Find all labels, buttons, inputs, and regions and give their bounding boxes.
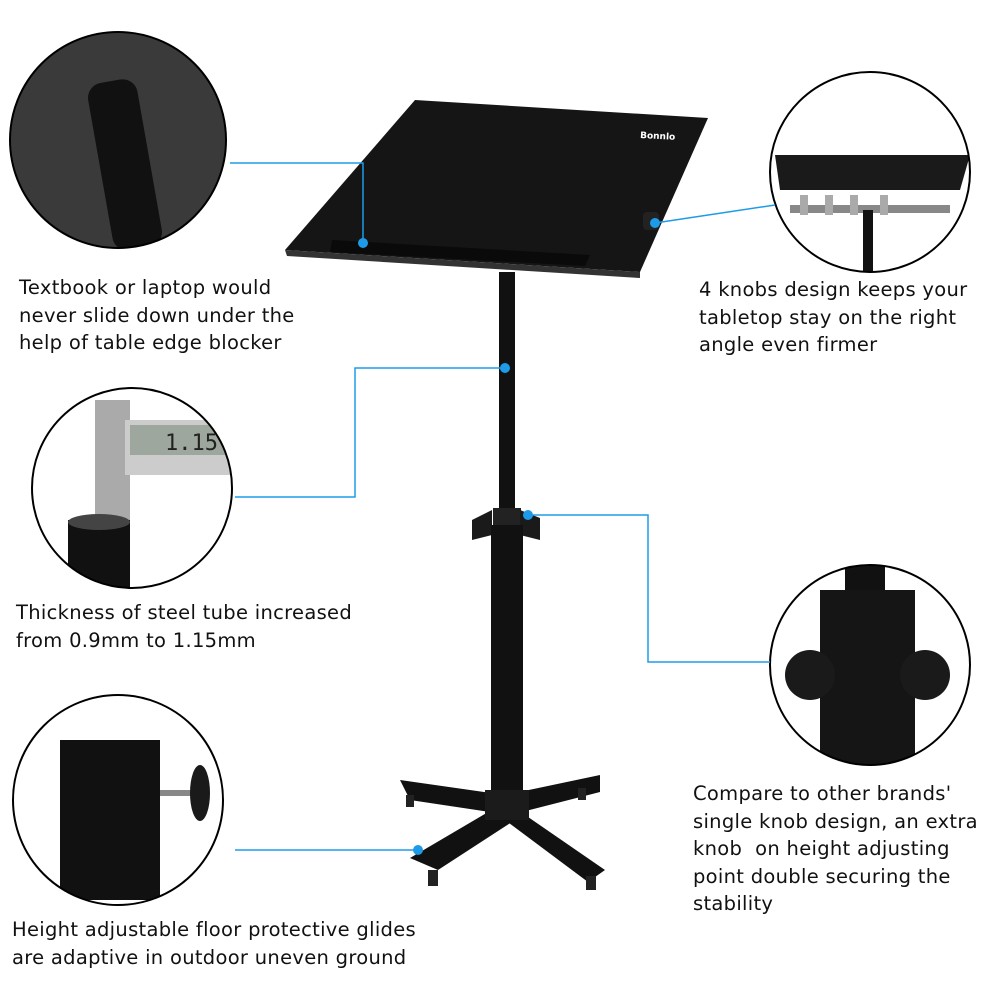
detail-caliper: 1.15 xyxy=(32,388,232,588)
lectern-stand: Bonnlo xyxy=(285,100,708,890)
caliper-reading: 1.15 xyxy=(165,431,218,456)
detail-double-knob xyxy=(770,565,970,765)
callout-lines xyxy=(230,162,776,851)
detail-edge-blocker xyxy=(10,32,226,248)
caption-glides: Height adjustable floor protective glide… xyxy=(12,918,416,969)
caption-extra-knob: Compare to other brands'single knob desi… xyxy=(693,782,978,915)
brand-logo: Bonnlo xyxy=(640,131,676,143)
detail-knobs xyxy=(770,72,970,272)
callout-dots xyxy=(358,218,660,855)
detail-glide xyxy=(13,695,223,905)
